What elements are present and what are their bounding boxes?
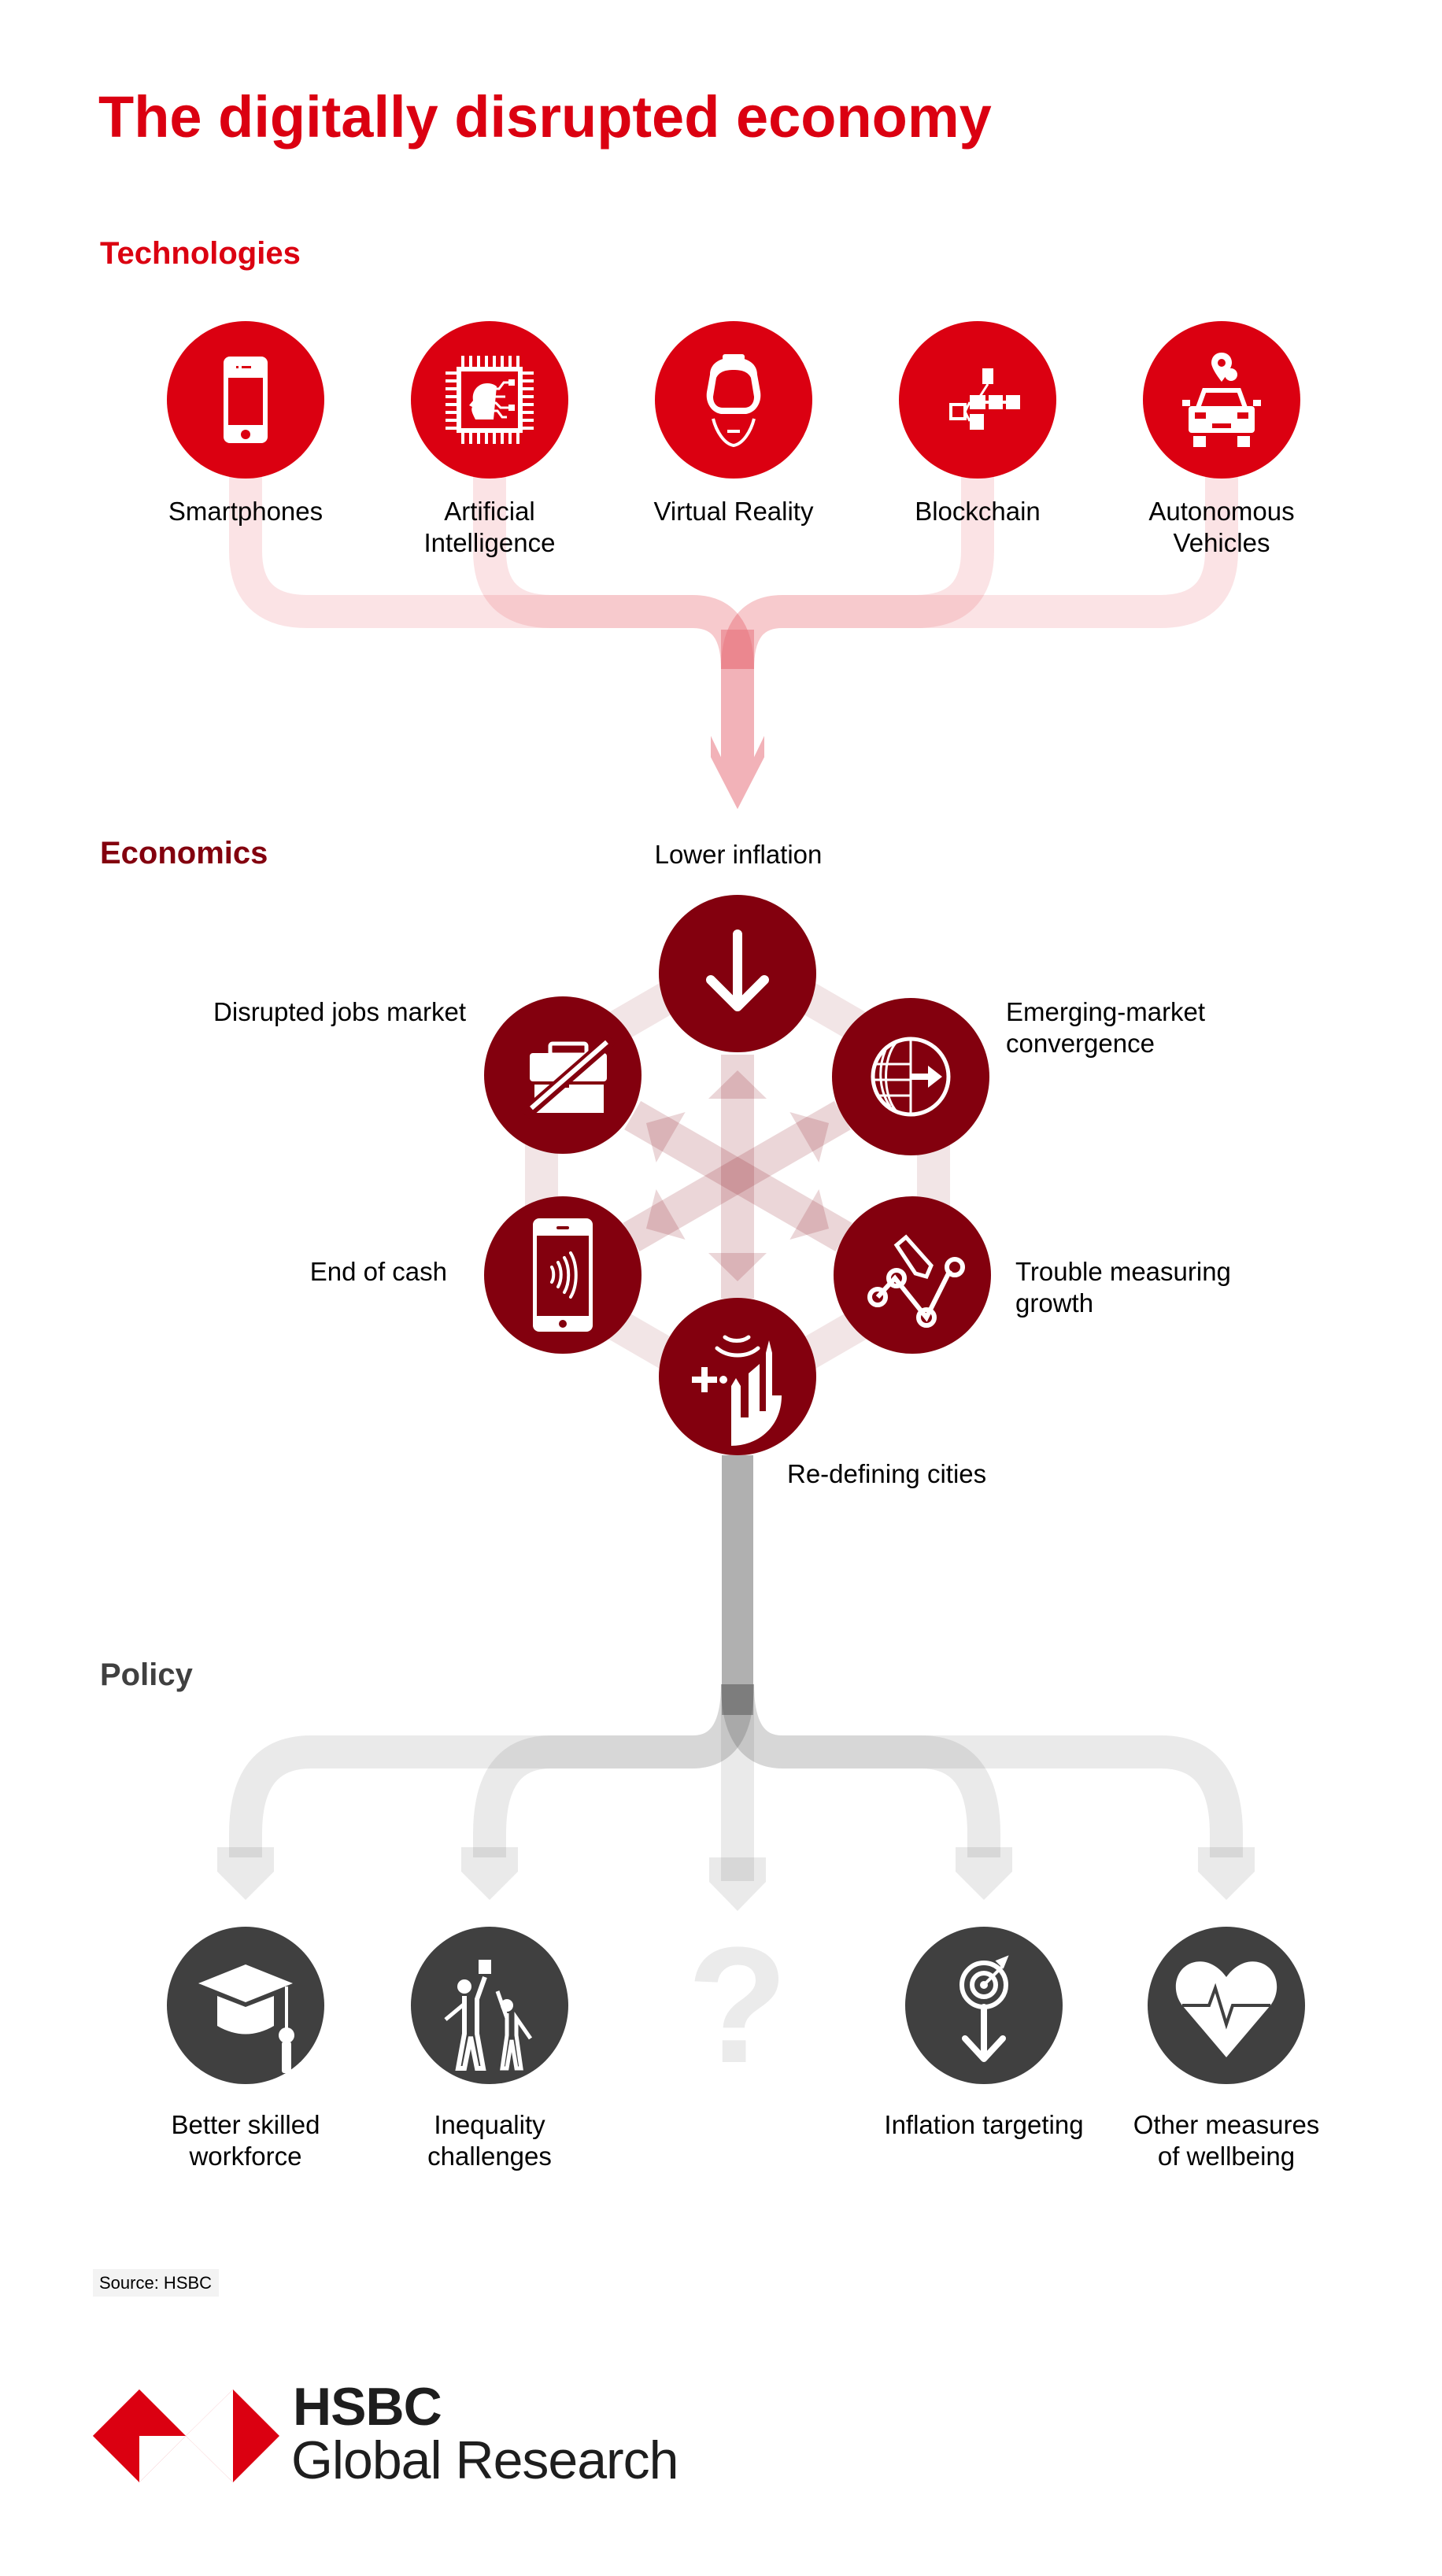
blockchain-icon xyxy=(899,321,1056,479)
technology-arrow xyxy=(711,630,764,809)
smartphone-icon xyxy=(167,321,324,479)
target-down-arrow-icon xyxy=(905,1927,1063,2084)
source-note: Source: HSBC xyxy=(93,2269,219,2297)
policy-label-inflation-targeting: Inflation targeting xyxy=(884,2110,1084,2139)
global-research-wordmark: Global Research xyxy=(291,2430,678,2490)
smart-city-icon xyxy=(659,1298,816,1455)
contactless-phone-icon xyxy=(484,1196,642,1354)
down-arrow-icon xyxy=(659,895,816,1052)
section-heading-policy: Policy xyxy=(100,1658,193,1692)
policy-stem xyxy=(722,1455,753,1715)
globe-arrow-icon xyxy=(832,998,989,1155)
econ-label-end-of-cash: End of cash xyxy=(309,1257,447,1286)
policy-connectors xyxy=(229,1683,1243,1881)
tech-label-vr: Virtual Reality xyxy=(653,497,814,526)
vr-headset-icon xyxy=(655,321,812,479)
tech-label-smartphones: Smartphones xyxy=(168,497,324,526)
econ-label-redefining-cities: Re-defining cities xyxy=(787,1459,987,1488)
crossed-briefcase-icon xyxy=(484,996,642,1154)
econ-label-disrupted-jobs: Disrupted jobs market xyxy=(213,997,466,1026)
graduation-cap-icon xyxy=(167,1927,324,2084)
policy-arrowheads xyxy=(217,1847,1255,1911)
economics-star-arrows xyxy=(623,1055,852,1299)
ai-chip-icon xyxy=(411,321,568,479)
tech-label-blockchain: Blockchain xyxy=(915,497,1041,526)
hsbc-logo-hexagon xyxy=(93,2389,279,2482)
section-heading-technologies: Technologies xyxy=(100,236,301,271)
econ-label-lower-inflation: Lower inflation xyxy=(654,840,823,869)
chart-pencil-icon xyxy=(834,1196,991,1354)
section-heading-economics: Economics xyxy=(100,836,268,870)
hsbc-logo-wordmark: HSBC xyxy=(293,2377,442,2437)
autonomous-car-icon xyxy=(1143,321,1300,479)
people-reaching-icon xyxy=(411,1927,568,2084)
question-mark-icon: ? xyxy=(686,1913,789,2097)
page-title: The digitally disrupted economy xyxy=(98,84,992,150)
heart-pulse-icon xyxy=(1148,1927,1305,2084)
